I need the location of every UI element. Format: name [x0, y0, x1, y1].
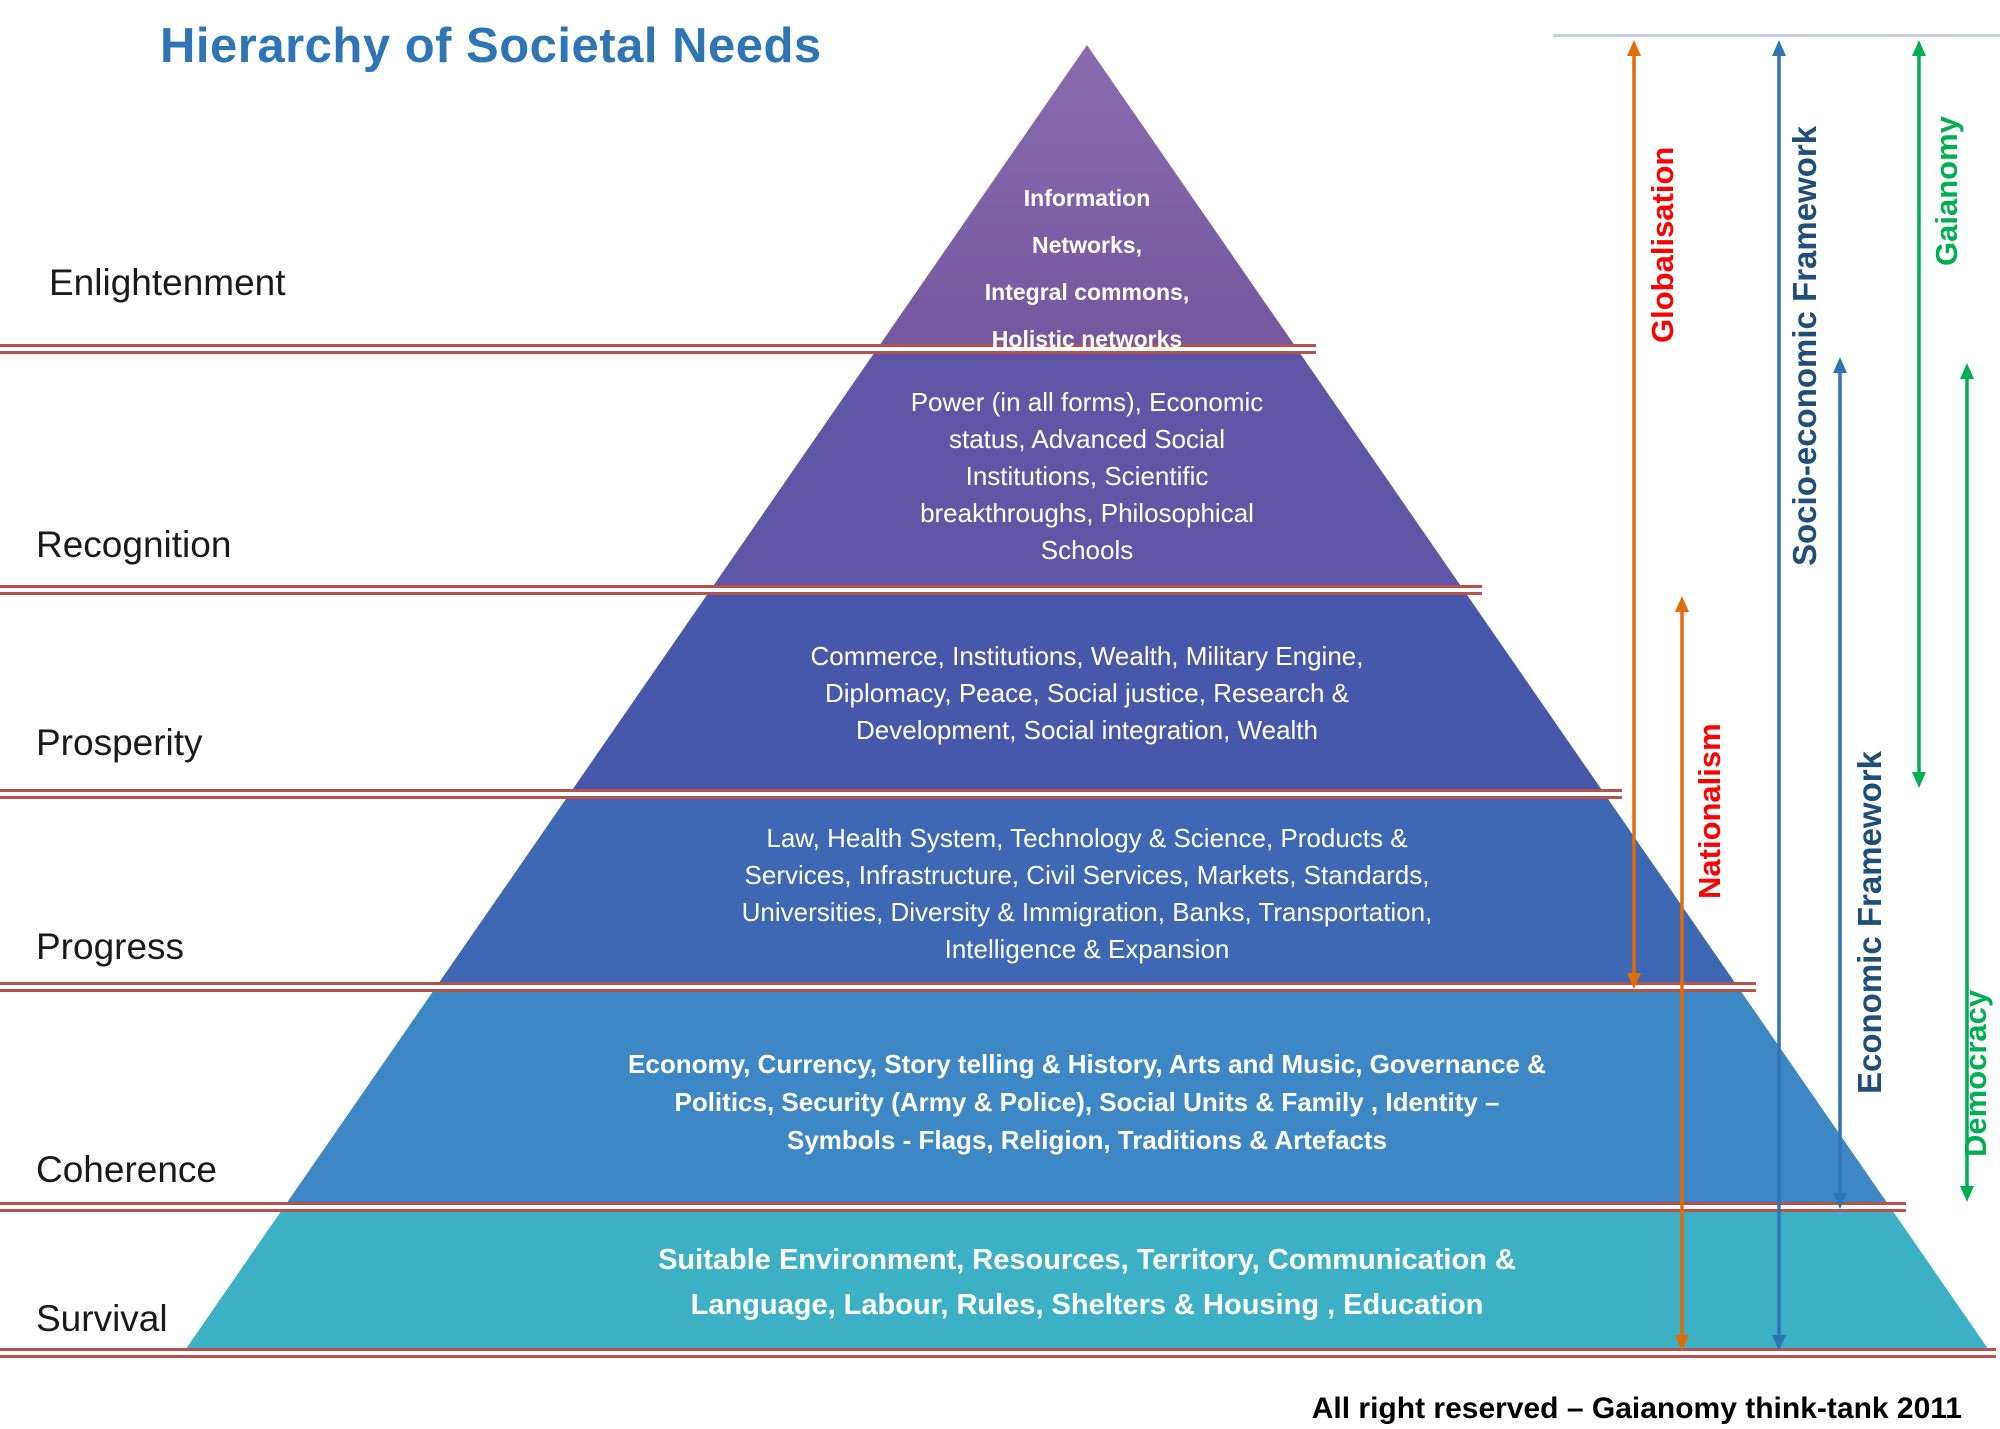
- socio-economic-framework-label: Socio-economic Framework: [1786, 125, 1823, 566]
- divider-prosperity: [0, 789, 1622, 799]
- level-content-survival: Suitable Environment, Resources, Territo…: [658, 1244, 1516, 1321]
- globalisation-arrow-icon: [1627, 40, 1641, 989]
- level-content-progress: Law, Health System, Technology & Science…: [741, 823, 1433, 964]
- top-baseline-rule: [1553, 34, 2000, 37]
- democracy-arrow-icon: [1960, 363, 1974, 1202]
- gaianomy-arrow-icon: [1912, 40, 1926, 788]
- divider-survival: [0, 1348, 1996, 1358]
- nationalism-label: Nationalism: [1692, 723, 1727, 899]
- level-content-prosperity: Commerce, Institutions, Wealth, Military…: [810, 641, 1364, 745]
- level-label-survival: Survival: [36, 1298, 168, 1339]
- gaianomy-label: Gaianomy: [1929, 116, 1964, 266]
- nationalism-arrow-icon: [1675, 596, 1689, 1351]
- copyright-notice: All right reserved – Gaianomy think-tank…: [1311, 1392, 1962, 1425]
- democracy-label: Democracy: [1958, 989, 1993, 1157]
- level-label-enlightenment: Enlightenment: [49, 262, 286, 303]
- level-label-coherence: Coherence: [36, 1149, 218, 1190]
- pyramid-level-survival: [181, 1210, 1993, 1356]
- divider-progress: [0, 982, 1756, 992]
- divider-enlightenment: [0, 344, 1316, 354]
- divider-recognition: [0, 585, 1482, 595]
- economic-framework-arrow-icon: [1833, 357, 1847, 1209]
- pyramid-level-coherence: [181, 990, 1993, 1210]
- level-label-prosperity: Prosperity: [36, 722, 203, 763]
- economic-framework-label: Economic Framework: [1851, 751, 1888, 1094]
- level-label-recognition: Recognition: [36, 524, 232, 565]
- divider-coherence: [0, 1202, 1906, 1212]
- globalisation-label: Globalisation: [1645, 146, 1680, 343]
- socio-economic-framework-arrow-icon: [1772, 40, 1786, 1351]
- level-content-enlightenment: Information Networks, Integral commons, …: [984, 185, 1190, 352]
- level-content-recognition: Power (in all forms), Economic status, A…: [910, 387, 1264, 565]
- level-content-coherence: Economy, Currency, Story telling & Histo…: [628, 1049, 1546, 1155]
- level-label-progress: Progress: [36, 926, 185, 967]
- diagram-title: Hierarchy of Societal Needs: [160, 19, 822, 73]
